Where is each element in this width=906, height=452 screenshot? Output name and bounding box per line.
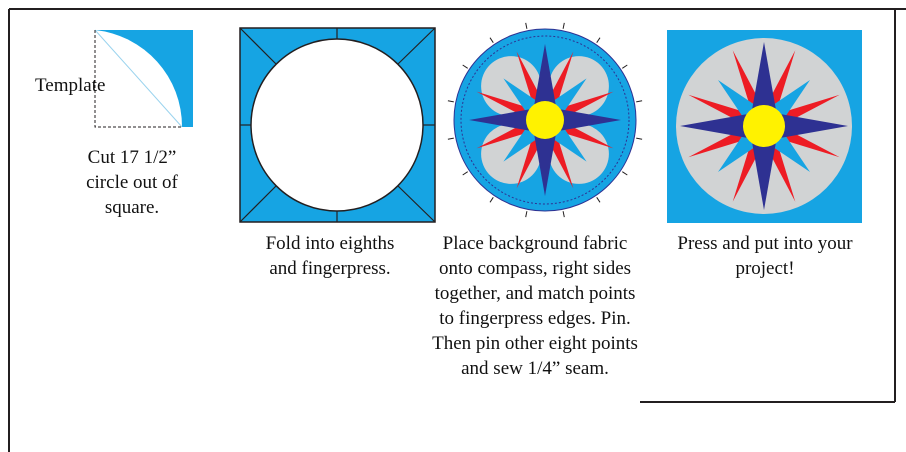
- pin-mark: [463, 172, 468, 175]
- pin-mark: [463, 65, 468, 68]
- compass-center-circle: [743, 105, 785, 147]
- pin-mark: [563, 211, 564, 217]
- template-label: Template: [35, 75, 105, 97]
- pin-mark: [448, 138, 454, 139]
- pin-mark: [490, 197, 493, 202]
- pin-mark: [490, 38, 493, 43]
- step3-caption: Place background fabric onto compass, ri…: [432, 231, 638, 381]
- compass-pinning-diagram: [448, 23, 642, 217]
- step1-caption: Cut 17 1/2” circle out of square.: [72, 145, 192, 220]
- pin-mark: [597, 38, 600, 43]
- pin-mark: [622, 65, 627, 68]
- pin-mark: [622, 172, 627, 175]
- compass-center-circle: [526, 101, 564, 139]
- pin-mark: [597, 197, 600, 202]
- step4-caption: Press and put into your project!: [665, 231, 865, 281]
- folded-square-diagram: [240, 28, 435, 222]
- pin-mark: [636, 138, 642, 139]
- pin-mark: [563, 23, 564, 29]
- pin-mark: [526, 211, 527, 217]
- finished-compass-block: [667, 30, 862, 223]
- pin-mark: [636, 101, 642, 102]
- pin-mark: [448, 101, 454, 102]
- pin-mark: [526, 23, 527, 29]
- template-quarter-circle: [95, 30, 193, 127]
- step2-caption: Fold into eighths and fingerpress.: [255, 231, 405, 281]
